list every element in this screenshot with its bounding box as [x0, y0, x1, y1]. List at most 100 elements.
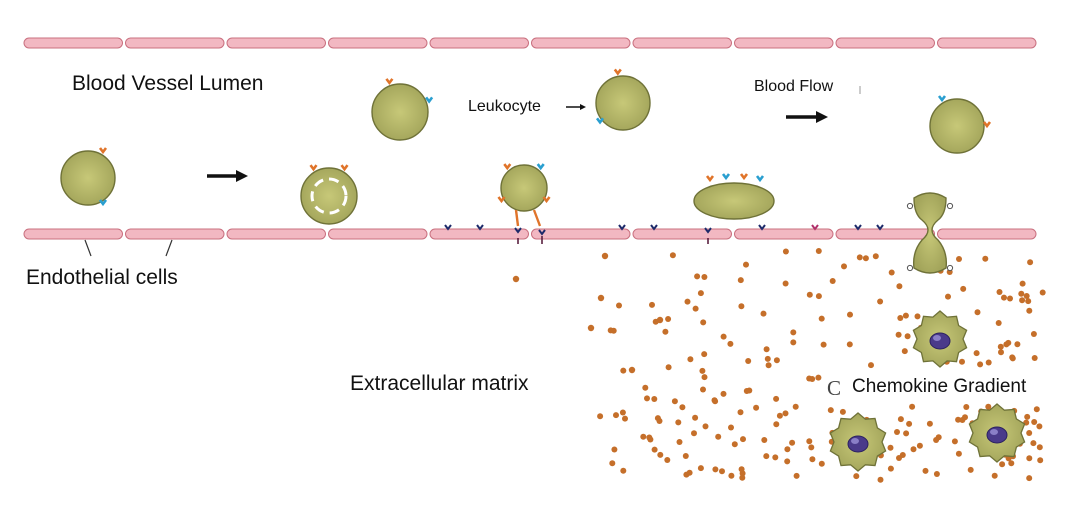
chemokine-dot [973, 350, 980, 357]
surface-molecule [595, 117, 605, 125]
chemokine-dot [697, 465, 704, 472]
leukocyte-body [500, 164, 548, 212]
chemokine-dot [809, 456, 816, 463]
endothelial-cell [23, 37, 123, 49]
chemokine-dot [1019, 280, 1026, 287]
endothelial-cell [734, 37, 834, 49]
chemokine-dot [657, 451, 664, 458]
chemokine-dot [868, 362, 874, 369]
receptor [476, 224, 484, 231]
chemokine-dot [686, 469, 693, 476]
tether [514, 209, 520, 227]
chemokine-dot [806, 438, 813, 445]
chemokine-dot [1018, 290, 1025, 297]
endothelial-cell [328, 228, 428, 240]
endothelial-cell [937, 37, 1037, 49]
chemokine-dot [746, 387, 753, 394]
chemokine-dot [1036, 423, 1043, 430]
chemokine-dot [628, 366, 636, 374]
chemokine-dot [691, 430, 697, 437]
chemokine-dot [664, 457, 671, 463]
chemokine-dot [701, 374, 708, 381]
chemokine-dot [692, 414, 699, 421]
chemokine-dot [651, 446, 658, 453]
arrows [84, 86, 861, 257]
chemokine-dot [772, 454, 779, 461]
receptor [650, 224, 658, 231]
chemokine-dot [998, 349, 1004, 356]
chemokine-dot [649, 301, 655, 308]
chemokine-dot [720, 390, 727, 397]
chemokine-dot [894, 429, 900, 435]
leukocyte-body [300, 167, 358, 225]
leukocyte-body [929, 98, 985, 154]
rolling-ring [310, 177, 348, 215]
chemokine-dot [654, 415, 661, 422]
chemokine-dot [619, 409, 626, 416]
chemokine-dot [611, 446, 618, 453]
receptor [811, 224, 819, 231]
chemokine-dot [818, 315, 825, 322]
surface-molecule [755, 175, 765, 183]
chemokine-dot [982, 255, 989, 262]
endothelial-cell [835, 37, 935, 49]
chemokine-dot [1019, 297, 1026, 304]
chemokine-dot [676, 439, 683, 445]
nucleus [929, 332, 951, 350]
chemokine-dot [737, 277, 744, 284]
chemokine-dot [914, 313, 921, 320]
leukocyte-body [371, 83, 429, 141]
chemokine-dot [738, 466, 745, 473]
chemokine-dot [687, 356, 694, 363]
chemokine-dot [959, 417, 966, 423]
nucleus [986, 426, 1008, 444]
leukocyte [371, 78, 434, 141]
chemokine-dot [776, 412, 783, 419]
endothelial-pointer-line [84, 239, 92, 257]
endothelial-cell [632, 37, 732, 49]
chemokine-dot [697, 290, 704, 297]
chemokine-dot [1036, 444, 1043, 451]
chemokine-dot [877, 298, 884, 305]
chemokine-dot [808, 444, 815, 451]
chemokine-dot [1033, 406, 1040, 413]
chemokine-dot [620, 367, 627, 374]
chemokine-dot [773, 357, 780, 364]
chemokine-dot [640, 433, 647, 440]
surface-molecule [542, 196, 551, 204]
blood-flow-label: Blood Flow [754, 78, 834, 95]
chemokine-dot [996, 289, 1003, 295]
leukocyte [300, 164, 358, 225]
chemokine-dot [902, 312, 909, 319]
leukocyte-cells [60, 68, 1026, 472]
chemokine-dot [967, 466, 974, 473]
chemokine-dot [888, 269, 895, 276]
surface-molecule [906, 264, 914, 272]
chemokine-dot [613, 412, 619, 419]
chemokine-dot [715, 433, 722, 440]
endothelial-cell [734, 228, 834, 240]
chemokine-dot [909, 403, 916, 410]
chemokine-dot [731, 441, 738, 448]
chemokine-dot [853, 473, 860, 480]
chemokine-dot [815, 293, 822, 300]
chemokine-dot [719, 468, 725, 475]
chemokine-dot [642, 384, 649, 391]
chemokine-dot [815, 374, 822, 381]
chemokine-dot [763, 453, 770, 460]
vessel-bottom-wall [23, 228, 1037, 240]
endothelial-cell [226, 37, 326, 49]
receptor [854, 224, 862, 231]
chemokine-dot [846, 341, 853, 348]
receptor [514, 227, 522, 234]
endothelial-cell [835, 228, 935, 240]
transmigrating-leukocyte [906, 192, 954, 274]
chemokine-dot [773, 421, 780, 428]
rolling-arrow-head [236, 170, 248, 182]
chemokine-dot [806, 291, 813, 298]
chemokine-dot [841, 263, 847, 270]
surface-molecule [98, 147, 108, 155]
chemokine-gradient-label: Chemokine Gradient [852, 376, 1027, 397]
migrated-leukocyte [968, 403, 1026, 463]
chemokine-dot [665, 364, 672, 371]
